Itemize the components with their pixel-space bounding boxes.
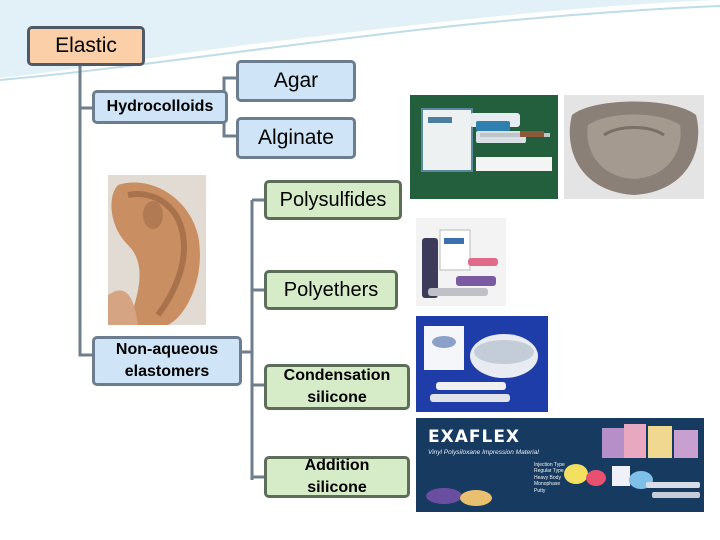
node-agar-label: Agar bbox=[273, 69, 319, 92]
alginate-products-image bbox=[410, 95, 558, 199]
node-polyethers: Polyethers bbox=[264, 270, 398, 310]
photo-impression-tray bbox=[564, 95, 704, 199]
node-alginate: Alginate bbox=[236, 117, 356, 159]
exaflex-subtitle: Vinyl Polysiloxane Impression Material bbox=[428, 449, 539, 456]
exaflex-brand: EXAFLEX bbox=[428, 427, 521, 447]
node-alginate-label: Alginate bbox=[258, 126, 334, 149]
exaflex-feature-item: Putty bbox=[534, 487, 546, 494]
node-hydrocolloids: Hydrocolloids bbox=[92, 90, 228, 124]
exaflex-feature-item: Monophase bbox=[534, 481, 561, 488]
node-addition-label: Addition silicone bbox=[304, 457, 370, 496]
photo-polyether-products bbox=[416, 218, 506, 306]
node-nonaqueous-elastomers: Non-aqueous elastomers bbox=[92, 336, 242, 386]
node-polysulfides: Polysulfides bbox=[264, 180, 402, 220]
polyether-products-image bbox=[416, 218, 506, 306]
impression-tray-image bbox=[564, 95, 704, 199]
node-polysulfides-label: Polysulfides bbox=[279, 188, 387, 211]
node-polyethers-label: Polyethers bbox=[283, 278, 379, 301]
node-condensation-silicone: Condensation silicone bbox=[264, 364, 410, 410]
photo-condensation-products bbox=[416, 316, 548, 412]
node-hydrocolloids-label: Hydrocolloids bbox=[106, 98, 214, 115]
exaflex-feature-list: Injection Type Regular Type Heavy Body M… bbox=[534, 462, 565, 494]
exaflex-background bbox=[416, 418, 704, 512]
connector-elastic-to-nonaqueous bbox=[78, 64, 92, 357]
node-condensation-label: Condensation silicone bbox=[283, 367, 391, 406]
putty-impression-image bbox=[108, 175, 206, 325]
exaflex-feature-item: Regular Type bbox=[534, 468, 564, 475]
node-elastic-label: Elastic bbox=[55, 34, 117, 57]
photo-exaflex-ad: EXAFLEX Vinyl Polysiloxane Impression Ma… bbox=[416, 418, 704, 512]
photo-alginate-products bbox=[410, 95, 558, 199]
node-elastic: Elastic bbox=[27, 26, 145, 66]
node-addition-silicone: Addition silicone bbox=[264, 456, 410, 498]
exaflex-feature-item: Injection Type bbox=[534, 462, 565, 468]
node-agar: Agar bbox=[236, 60, 356, 102]
photo-putty-impression bbox=[108, 175, 206, 325]
exaflex-feature-item: Heavy Body bbox=[534, 474, 561, 481]
condensation-products-image bbox=[416, 316, 548, 412]
node-nonaqueous-label: Non-aqueous elastomers bbox=[115, 341, 219, 380]
